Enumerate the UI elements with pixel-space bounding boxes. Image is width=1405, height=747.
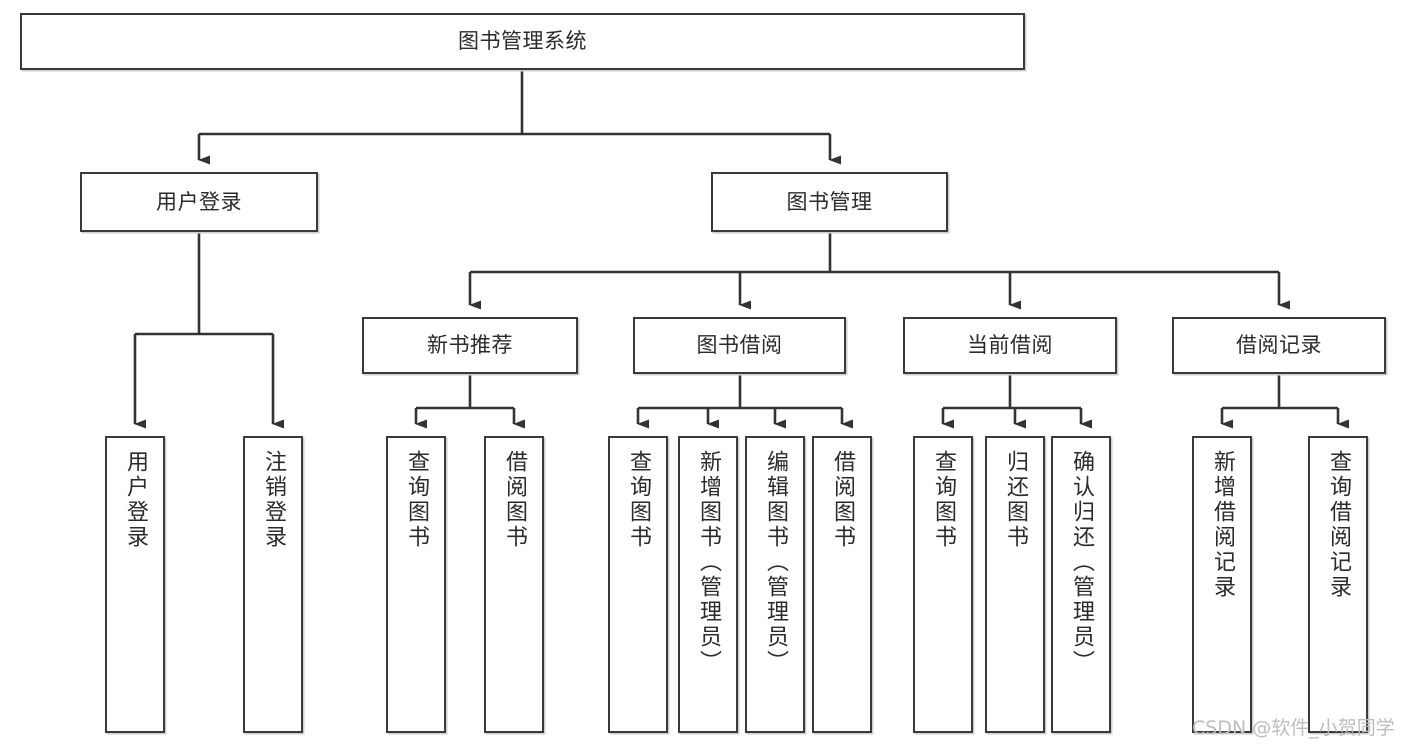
node-label: 查询图书: [931, 450, 956, 550]
node-label: 借阅图书: [502, 450, 527, 550]
node-label: 查询图书: [626, 450, 651, 550]
connector-group: [133, 70, 1349, 429]
leaf-node-leaf-query-book-2[interactable]: 查询图书: [608, 436, 668, 733]
leaf-node-leaf-query-book-1[interactable]: 查询图书: [386, 436, 446, 733]
leaf-node-leaf-return-book[interactable]: 归还图书: [985, 436, 1045, 733]
leaf-node-leaf-query-record[interactable]: 查询借阅记录: [1308, 436, 1368, 733]
level3-node-new-book-recommend[interactable]: 新书推荐: [362, 317, 578, 374]
leaf-node-leaf-query-book-3[interactable]: 查询图书: [913, 436, 973, 733]
leaf-node-leaf-logout[interactable]: 注销登录: [243, 436, 303, 733]
leaf-node-leaf-user-login[interactable]: 用户登录: [105, 436, 165, 733]
node-label: 图书管理: [786, 189, 873, 214]
leaf-node-leaf-add-record[interactable]: 新增借阅记录: [1192, 436, 1252, 733]
node-label: 新增图书（管理员）: [696, 450, 721, 675]
leaf-node-leaf-confirm-return[interactable]: 确认归还（管理员）: [1051, 436, 1111, 733]
node-label: 新书推荐: [427, 333, 513, 358]
level3-node-current-borrow[interactable]: 当前借阅: [903, 317, 1117, 374]
node-label: 查询借阅记录: [1326, 450, 1351, 600]
node-label: 归还图书: [1003, 450, 1028, 550]
node-label: 当前借阅: [967, 333, 1053, 358]
node-label: 用户登录: [156, 189, 242, 214]
node-label: 图书管理系统: [458, 29, 587, 54]
node-label: 借阅记录: [1236, 333, 1322, 358]
leaf-node-leaf-borrow-book-2[interactable]: 借阅图书: [812, 436, 872, 733]
level3-node-book-borrow[interactable]: 图书借阅: [633, 317, 846, 374]
level2-node-user-login[interactable]: 用户登录: [80, 172, 318, 232]
node-label: 注销登录: [261, 450, 286, 550]
level3-node-borrow-record[interactable]: 借阅记录: [1172, 317, 1386, 374]
node-label: 图书借阅: [696, 333, 783, 358]
leaf-node-leaf-add-book[interactable]: 新增图书（管理员）: [678, 436, 738, 733]
node-label: 用户登录: [123, 450, 148, 550]
node-label: 确认归还（管理员）: [1069, 450, 1094, 675]
node-label: 查询图书: [404, 450, 429, 550]
root-node-root[interactable]: 图书管理系统: [20, 13, 1025, 70]
node-label: 新增借阅记录: [1210, 450, 1235, 600]
node-label: 借阅图书: [830, 450, 855, 550]
node-label: 编辑图书（管理员）: [763, 450, 788, 675]
leaf-node-leaf-edit-book[interactable]: 编辑图书（管理员）: [745, 436, 805, 733]
level2-node-book-manage[interactable]: 图书管理: [711, 172, 948, 232]
leaf-node-leaf-borrow-book-1[interactable]: 借阅图书: [484, 436, 544, 733]
